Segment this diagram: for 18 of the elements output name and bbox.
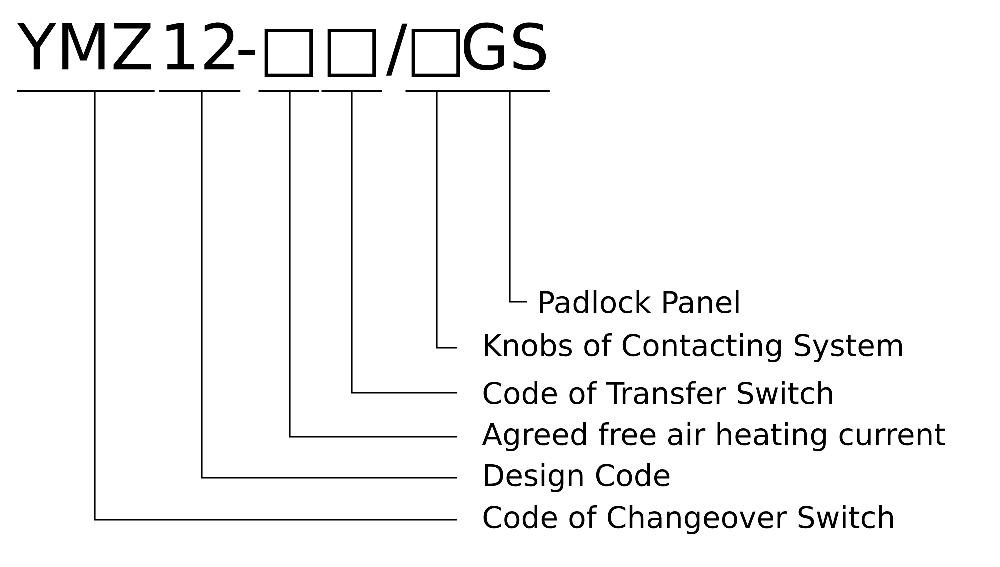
description-text: Design Code: [485, 464, 670, 492]
leader-line: [201, 92, 458, 479]
leader-line: [436, 92, 458, 349]
code-segment: YMZ: [17, 24, 155, 92]
leader-line: [509, 92, 528, 303]
leader-line: [351, 92, 458, 394]
description-text: Knobs of Contacting System: [485, 334, 902, 362]
separator-symbol: -: [238, 50, 256, 56]
description-text: Agreed free air heating current: [482, 422, 946, 452]
leader-line: [289, 92, 458, 438]
separator-symbol: /: [386, 24, 408, 76]
description-text: Code of Transfer Switch: [484, 381, 832, 405]
description-text: Code of Changeover Switch: [484, 506, 894, 534]
code-segment: □: [322, 29, 382, 92]
code-segment: GS: [460, 22, 550, 92]
leader-line: [94, 92, 458, 521]
code-segment: □: [258, 29, 320, 92]
description-text: Padlock Panel: [540, 290, 739, 314]
